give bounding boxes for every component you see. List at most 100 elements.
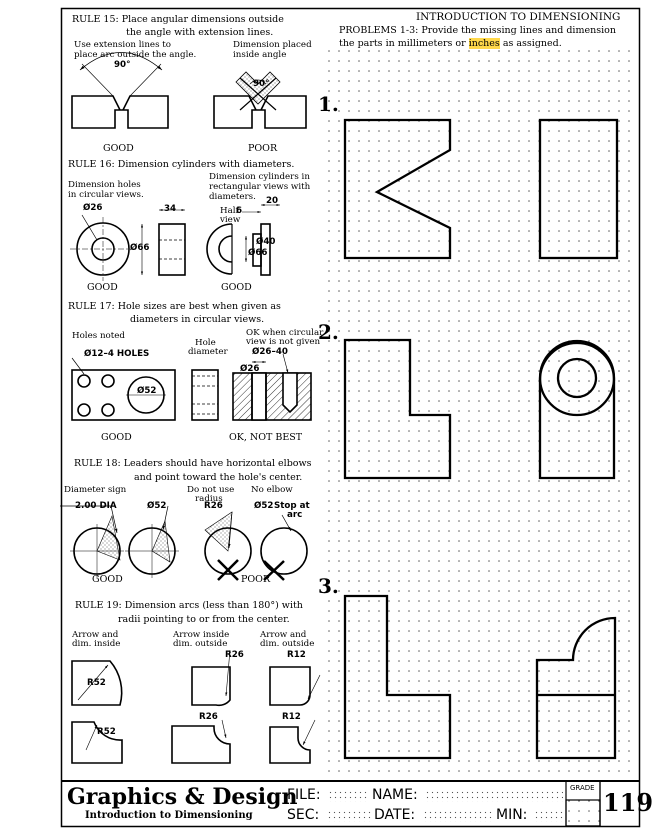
rule18-drawings <box>60 505 308 581</box>
rule16-heading: RULE 16: Dimension cylinders with diamet… <box>68 159 295 170</box>
footer-brand: Graphics & Design <box>67 784 298 810</box>
rule15-good-label: GOOD <box>103 143 134 154</box>
rule16-note-b: Dimension cylinders in <box>209 172 310 182</box>
footer-boxes <box>565 780 601 827</box>
highlighted-inches: inches <box>468 38 500 49</box>
dim-r12-a: R12 <box>287 650 306 660</box>
rule18-heading-line2: and point toward the hole's center. <box>134 472 303 483</box>
rule16-note-b-3: diameters. <box>209 192 256 202</box>
rule18-poor-label: POOR <box>241 574 271 585</box>
rule17-ok-label: OK, NOT BEST <box>229 432 303 443</box>
rule17-heading-line1: RULE 17: Hole sizes are best when given … <box>68 301 281 312</box>
rule17-ok-note: OK when circular <box>246 328 324 338</box>
rule16-half-view: Half <box>220 206 239 216</box>
min-label: MIN: <box>496 807 528 823</box>
problem-number-1: 1. <box>318 92 339 116</box>
sec-field[interactable] <box>327 810 371 822</box>
rule15-note-left-2: place arc outside the angle. <box>74 50 197 60</box>
rule15-heading-line1: RULE 15: Place angular dimensions outsid… <box>72 14 284 25</box>
name-field[interactable] <box>425 790 563 802</box>
dim-d26-r17: Ø26 <box>240 364 260 374</box>
rule19-heading-line2: radii pointing to or from the center. <box>118 614 290 625</box>
page-number: 119 <box>603 788 654 817</box>
page-border <box>60 7 641 828</box>
rule16-note-a: Dimension holes <box>68 180 141 190</box>
rule19-note-3-2: dim. outside <box>260 639 315 649</box>
rule17-hole-diameter-2: diameter <box>188 347 228 357</box>
dim-d66: Ø66 <box>130 243 150 253</box>
rule19-note-2: Arrow inside <box>173 630 230 640</box>
dim-r52-a: R52 <box>87 678 106 688</box>
callout-stop-at-arc: Stop at <box>274 501 310 511</box>
rule15-poor-drawing <box>213 71 307 129</box>
rule15-note-right: Dimension placed <box>233 40 312 50</box>
rule19-note-1: Arrow and <box>72 630 119 640</box>
grade-label: GRADE <box>570 784 595 792</box>
problem-number-3: 3. <box>318 574 339 598</box>
dim-20: 20 <box>266 196 279 206</box>
rule15-poor-label: POOR <box>248 143 278 154</box>
problems-instruction-line2: the parts in millimeters or inches as as… <box>339 38 562 49</box>
footer-subtitle: Introduction to Dimensioning <box>85 810 253 821</box>
problem2-drawings <box>343 338 616 480</box>
rule17-holes-noted: Holes noted <box>72 331 125 341</box>
rule16-good-label-1: GOOD <box>87 282 118 293</box>
rule17-hole-diameter: Hole <box>195 338 216 348</box>
file-field[interactable] <box>328 790 368 802</box>
page-title: INTRODUCTION TO DIMENSIONING <box>416 11 621 23</box>
rule19-note-2-2: dim. outside <box>173 639 228 649</box>
callout-2-00-dia: 2.00 DIA <box>75 501 117 511</box>
rule16-half-view-2: view <box>220 215 241 225</box>
callout-stop-at-arc-2: arc <box>287 510 303 520</box>
callout-d52: Ø52 <box>147 501 167 511</box>
rule16-good-label-2: GOOD <box>221 282 252 293</box>
rule15-note-left: Use extension lines to <box>74 40 172 50</box>
file-label: FILE: <box>287 787 321 803</box>
date-field[interactable] <box>423 810 493 822</box>
rule18-diameter-sign: Diameter sign <box>64 485 127 495</box>
dim-d26-40: Ø26–40 <box>252 347 288 357</box>
rule17-ok-note-2: view is not given <box>246 337 321 347</box>
min-field[interactable] <box>534 810 564 822</box>
dim-r12-b: R12 <box>282 712 301 722</box>
rule19-note-3: Arrow and <box>260 630 307 640</box>
dim-d40: Ø40 <box>256 237 276 247</box>
dot-grid <box>326 48 636 778</box>
dim-d26: Ø26 <box>83 203 103 213</box>
callout-d52b: Ø52 <box>254 501 274 511</box>
rule15-note-right-2: inside angle <box>233 50 287 60</box>
dim-34: 34 <box>164 204 177 214</box>
rule18-do-not-use-2: radius <box>195 494 223 504</box>
rule19-drawings <box>71 649 321 764</box>
rule18-good-label: GOOD <box>92 574 123 585</box>
dim-d66b: Ø66 <box>248 248 268 258</box>
sec-label: SEC: <box>287 807 320 823</box>
dim-r52-b: R52 <box>97 727 116 737</box>
problem1-drawings <box>343 118 619 260</box>
dim-d52: Ø52 <box>137 386 157 396</box>
rule17-good-label: GOOD <box>101 432 132 443</box>
rule17-heading-line2: diameters in circular views. <box>130 314 265 325</box>
rule17-drawings <box>71 353 312 421</box>
problem-number-2: 2. <box>318 320 339 344</box>
rule18-do-not-use: Do not use <box>187 485 235 495</box>
dim-r26-b: R26 <box>199 712 218 722</box>
rule15-heading-line2: the angle with extension lines. <box>126 27 274 38</box>
callout-r26: R26 <box>204 501 223 511</box>
name-label: NAME: <box>372 787 418 803</box>
rule18-heading-line1: RULE 18: Leaders should have horizontal … <box>74 458 312 469</box>
rule19-note-1-2: dim. inside <box>72 639 121 649</box>
problem3-drawings <box>343 594 617 760</box>
rule16-note-a-2: in circular views. <box>68 190 144 200</box>
holes-callout: Ø12–4 HOLES <box>84 349 150 359</box>
rule19-heading-line1: RULE 19: Dimension arcs (less than 180°)… <box>75 600 303 611</box>
problems-instruction-line1: PROBLEMS 1-3: Provide the missing lines … <box>339 25 616 36</box>
dim-r26-a: R26 <box>225 650 244 660</box>
rule15-angle-good: 90° <box>114 60 131 70</box>
dim-6: 6 <box>236 206 243 216</box>
rule16-note-b-2: rectangular views with <box>209 182 311 192</box>
date-label: DATE: <box>374 807 416 823</box>
rule16-drawings <box>70 203 280 281</box>
